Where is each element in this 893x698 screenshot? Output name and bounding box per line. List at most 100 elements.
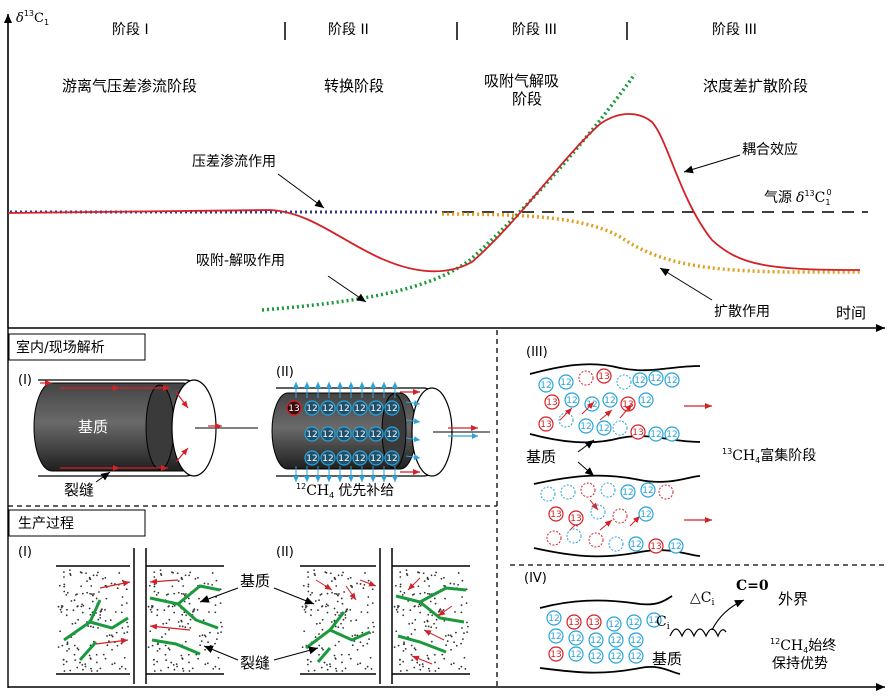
molecule-12ch4: 12 (668, 538, 684, 554)
axes: δ13C1 时间 (3, 9, 885, 691)
molecule-12ch4: 12 (304, 450, 320, 466)
x-axis-label: 时间 (836, 304, 866, 322)
svg-text:12: 12 (566, 396, 577, 406)
production-fracture-arrow-left (203, 645, 239, 661)
molecule-13ch4 (546, 530, 562, 546)
svg-text:12: 12 (322, 454, 333, 464)
svg-text:12: 12 (590, 652, 601, 662)
molecule-12ch4: 12 (602, 392, 618, 408)
molecule-12ch4: 12 (564, 392, 580, 408)
molecule-13ch4: 13 (630, 424, 646, 440)
molecule-12ch4: 12 (384, 426, 400, 442)
stage4-c0-label: C=0 (736, 578, 769, 594)
svg-text:12: 12 (560, 378, 571, 388)
molecule-13ch4: 13 (548, 506, 564, 522)
production-fracture-arrow-right (273, 646, 319, 661)
adsorption-curve (261, 72, 637, 312)
stage4-diffusion-spring (669, 628, 727, 638)
svg-text:12: 12 (634, 376, 645, 386)
molecule-13ch4: 13 (286, 400, 302, 416)
svg-text:12: 12 (306, 454, 317, 464)
molecule-13ch4: 13 (566, 614, 582, 630)
svg-text:12: 12 (650, 374, 661, 384)
molecule-13ch4: 13 (544, 394, 560, 410)
svg-text:12: 12 (630, 652, 641, 662)
lab-title: 室内/现场解析 (16, 339, 105, 356)
molecule-12ch4 (612, 420, 628, 436)
production-title: 生产过程 (18, 516, 74, 532)
stage-1-header: 阶段 I (112, 22, 149, 38)
molecule-12ch4: 12 (606, 616, 622, 632)
stage-4-name: 浓度差扩散阶段 (703, 77, 808, 95)
svg-text:12: 12 (580, 422, 591, 432)
lab-case2-label: (II) (276, 365, 294, 380)
molecule-12ch4: 12 (578, 418, 594, 434)
svg-text:13: 13 (568, 618, 579, 628)
svg-text:12: 12 (370, 404, 381, 414)
molecule-12ch4: 12 (320, 426, 336, 442)
molecule-12ch4: 12 (628, 632, 644, 648)
production-case1-block (56, 548, 224, 684)
molecule-12ch4: 12 (648, 426, 664, 442)
stage4-note-line2: 保持优势 (772, 656, 828, 672)
molecule-12ch4: 12 (352, 450, 368, 466)
svg-text:12: 12 (650, 430, 661, 440)
molecule-12ch4: 12 (384, 400, 400, 416)
diffusion-arrow (659, 267, 713, 301)
svg-text:13: 13 (550, 510, 561, 520)
molecule-12ch4: 12 (320, 400, 336, 416)
svg-text:12: 12 (354, 430, 365, 440)
coupling-label: 耦合效应 (742, 141, 798, 158)
svg-text:12: 12 (604, 396, 615, 406)
svg-text:12: 12 (640, 396, 651, 406)
svg-text:12: 12 (386, 404, 397, 414)
molecule-12ch4: 12 (368, 400, 384, 416)
curves (7, 72, 868, 312)
molecule-12ch4: 12 (320, 450, 336, 466)
production-matrix-label: 基质 (240, 572, 270, 590)
molecule-12ch4: 12 (336, 426, 352, 442)
molecule-12ch4: 12 (546, 610, 562, 626)
svg-text:12: 12 (642, 486, 653, 496)
molecule-12ch4: 12 (620, 484, 636, 500)
molecule-13ch4: 13 (548, 646, 564, 662)
svg-text:12: 12 (622, 488, 633, 498)
stage-3-name-line2: 阶段 (512, 90, 542, 108)
svg-text:12: 12 (338, 404, 349, 414)
diffusion-label: 扩散作用 (714, 304, 770, 320)
lab-fracture-label: 裂缝 (64, 481, 94, 499)
molecule-13ch4: 13 (586, 614, 602, 630)
molecule-13ch4 (658, 484, 674, 500)
molecule-13ch4 (580, 482, 596, 498)
stage3-matrix-arrow-up (577, 439, 595, 453)
production-case2-dots (301, 569, 469, 672)
molecule-13ch4: 13 (596, 368, 612, 384)
molecule-12ch4: 12 (336, 400, 352, 416)
lab-matrix-label: 基质 (78, 418, 108, 436)
stage4-ci-label: Ci (656, 614, 670, 632)
production-case2-label: (II) (276, 545, 294, 560)
molecule-12ch4: 12 (646, 612, 662, 628)
lab-title-box (8, 333, 146, 361)
stage-2-header: 阶段 II (328, 22, 369, 38)
molecule-12ch4 (540, 486, 556, 502)
svg-text:12: 12 (386, 454, 397, 464)
svg-text:12: 12 (386, 430, 397, 440)
svg-text:12: 12 (306, 404, 317, 414)
molecule-13ch4 (612, 508, 628, 524)
svg-text:12: 12 (570, 650, 581, 660)
molecule-12ch4: 12 (664, 426, 680, 442)
molecule-12ch4: 12 (640, 482, 656, 498)
stage-1-name: 游离气压差渗流阶段 (62, 77, 197, 95)
stage3-top-wall-1 (529, 363, 701, 375)
svg-text:12: 12 (640, 510, 651, 520)
molecule-12ch4: 12 (626, 614, 642, 630)
stage4-top-wall (539, 595, 673, 609)
